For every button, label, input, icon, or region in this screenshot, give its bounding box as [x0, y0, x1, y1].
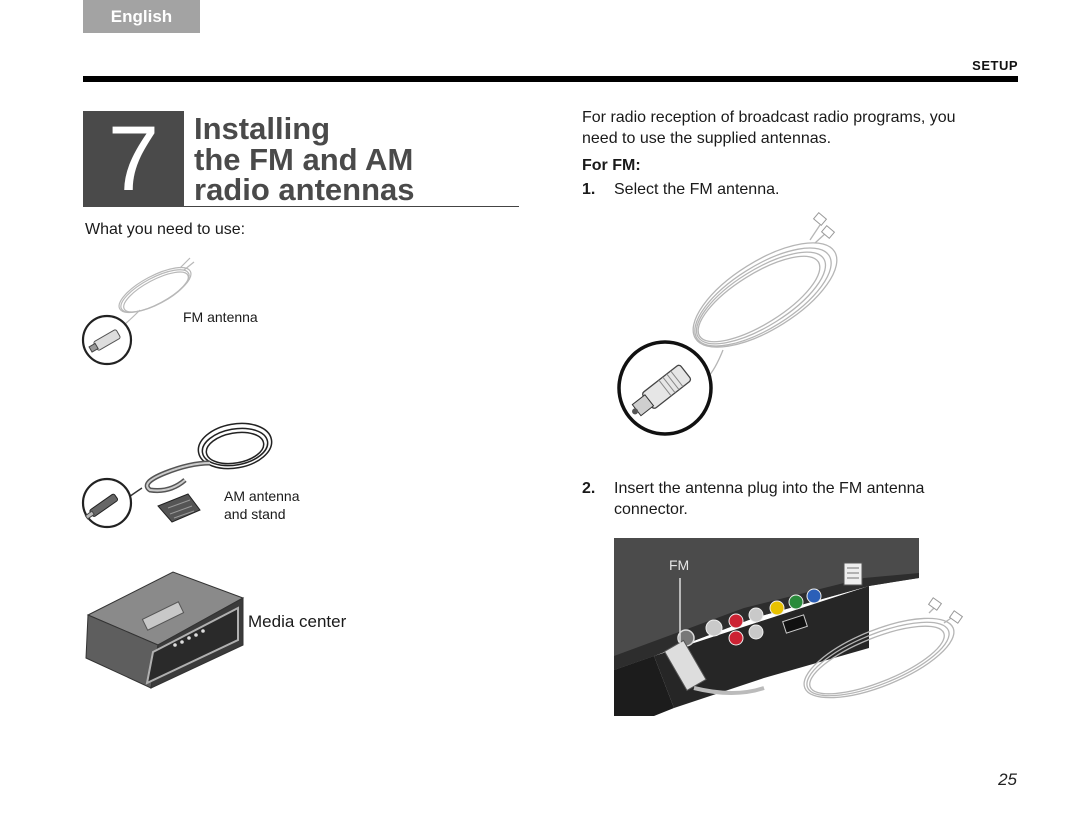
rear-panel-connection-illustration: FM — [614, 538, 964, 716]
media-center-illustration — [85, 571, 245, 689]
step-2-text: Insert the antenna plug into the FM ante… — [614, 480, 925, 518]
page-number: 25 — [998, 770, 1017, 789]
fm-antenna-small-illustration — [81, 257, 195, 366]
step-2: 2. Insert the antenna plug into the FM an… — [582, 478, 1002, 520]
section-label: SETUP — [972, 58, 1018, 73]
am-antenna-caption: AM antenna and stand — [224, 488, 300, 522]
radio-intro-text: For radio reception of broadcast radio p… — [582, 109, 956, 147]
fm-antenna-large-illustration — [617, 212, 838, 436]
step-2-number: 2. — [582, 480, 596, 497]
title-rule — [184, 206, 519, 207]
fm-antenna-caption: FM antenna — [183, 309, 258, 325]
step-1: 1. Select the FM antenna. — [582, 179, 779, 200]
language-tab[interactable]: English — [83, 0, 200, 33]
media-center-caption: Media center — [248, 612, 347, 631]
step-1-text: Select the FM antenna. — [614, 181, 780, 198]
chapter-number: 7 — [83, 111, 184, 207]
chapter-title: Installing the FM and AM radio antennas — [194, 111, 415, 207]
for-fm-subhead: For FM: — [582, 157, 641, 174]
header-rule — [83, 76, 1018, 82]
intro-text: What you need to use: — [85, 221, 246, 238]
fm-connector-label: FM — [669, 557, 689, 573]
am-antenna-illustration — [81, 422, 273, 529]
step-1-number: 1. — [582, 181, 596, 198]
